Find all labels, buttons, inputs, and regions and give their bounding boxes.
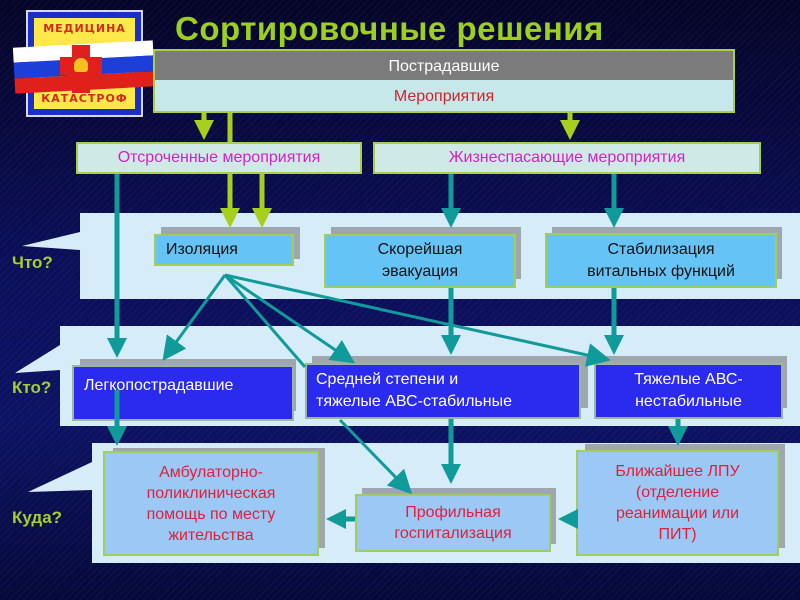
medium-severe-stable-box: Средней степени и тяжелые АВС-стабильные xyxy=(305,363,581,419)
bell-icon xyxy=(74,58,88,72)
where-callout-pointer xyxy=(28,462,92,492)
measures-header: Мероприятия xyxy=(153,80,735,113)
profile-label-line2: госпитализация xyxy=(394,525,512,542)
stabilization-label-line2: витальных функций xyxy=(587,262,735,280)
who-callout-pointer xyxy=(15,345,60,373)
severe-unstable-box: Тяжелые АВС- нестабильные xyxy=(594,363,783,419)
lifesaving-measures-box: Жизнеспасающие мероприятия xyxy=(373,142,761,174)
question-what: Что? xyxy=(12,253,53,272)
light-injured-box: Легкопострадавшие xyxy=(72,365,294,421)
question-where: Куда? xyxy=(12,508,63,527)
profile-label-line1: Профильная xyxy=(405,504,501,521)
severe-label-line2: нестабильные xyxy=(635,393,742,410)
victims-header: Пострадавшие xyxy=(153,49,735,80)
isolation-box: Изоляция xyxy=(154,234,294,266)
outpatient-care-box: Амбулаторно- поликлиническая помощь по м… xyxy=(103,451,319,556)
medium-label-line1: Средней степени и xyxy=(316,371,459,388)
nearest-label-line2: (отделение xyxy=(635,484,720,501)
profile-hospitalization-box: Профильная госпитализация xyxy=(355,494,551,552)
nearest-label-line1: Ближайшее ЛПУ xyxy=(615,463,740,480)
evacuation-label-line2: эвакуация xyxy=(381,263,459,280)
logo-top-text: МЕДИЦИНА xyxy=(43,22,126,35)
stabilization-label-line1: Стабилизация xyxy=(607,240,715,258)
outpatient-label-line2: поликлиническая xyxy=(146,484,276,502)
evacuation-label-line1: Скорейшая xyxy=(377,241,463,258)
outpatient-label-line3: помощь по месту xyxy=(146,505,276,523)
evacuation-box: Скорейшая эвакуация xyxy=(324,234,516,288)
page-title: Сортировочные решения xyxy=(175,10,604,47)
nearest-label-line3: реанимации или xyxy=(615,505,740,522)
light-injured-label: Легкопострадавшие xyxy=(84,377,234,394)
medium-label-line2: тяжелые АВС-стабильные xyxy=(316,393,512,410)
outpatient-label-line4: жительства xyxy=(168,526,254,544)
what-callout-pointer xyxy=(22,232,80,250)
nearest-hospital-box: Ближайшее ЛПУ (отделение реанимации или … xyxy=(576,450,779,556)
isolation-label: Изоляция xyxy=(166,241,238,258)
stabilization-box: Стабилизация витальных функций xyxy=(545,233,777,288)
logo-bottom-text: КАТАСТРОФ xyxy=(41,92,128,105)
outpatient-label-line1: Амбулаторно- xyxy=(159,463,263,481)
question-who: Кто? xyxy=(12,378,52,397)
nearest-label-line4: ПИТ) xyxy=(658,526,697,543)
deferred-measures-box: Отсроченные мероприятия xyxy=(76,142,362,174)
severe-label-line1: Тяжелые АВС- xyxy=(634,371,743,388)
